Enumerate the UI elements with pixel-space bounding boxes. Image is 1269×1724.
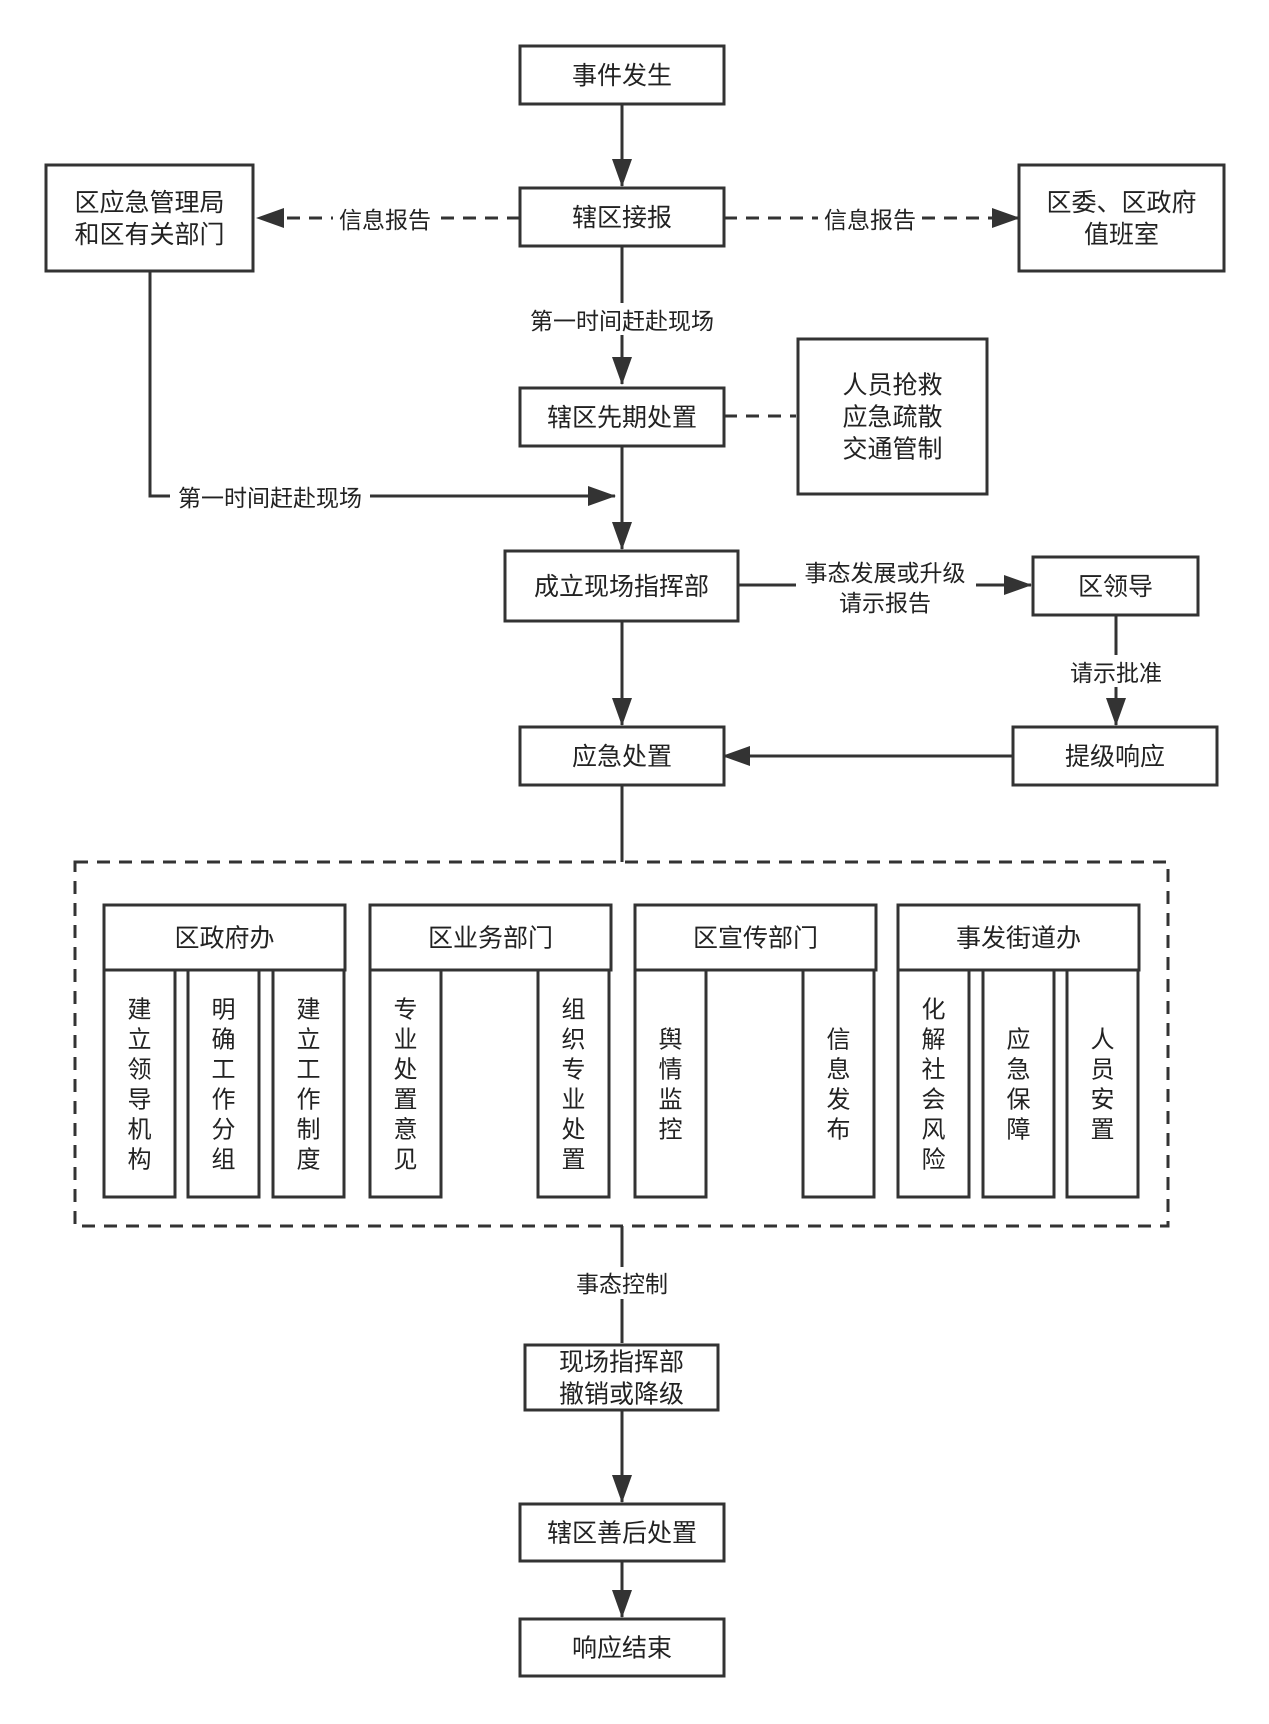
- node-measures-box: [796, 337, 989, 496]
- node-office-box: [1017, 163, 1226, 273]
- group-item-box: [186, 968, 261, 1199]
- node-start-label: 事件发生: [572, 61, 672, 90]
- node-cancel-label: 撤销或降级: [559, 1380, 684, 1409]
- node-report-label: 辖区接报: [572, 203, 672, 232]
- group-item-label: 建立领导机构: [128, 996, 152, 1174]
- node-command-label: 成立现场指挥部: [534, 572, 709, 601]
- node-report-box: [518, 186, 726, 248]
- edge-label-info-report-right: 信息报告: [824, 208, 916, 234]
- group-title-box: [896, 903, 1141, 972]
- node-leader: 区领导: [1031, 555, 1200, 617]
- group-item-label: 专业处置意见: [394, 996, 418, 1174]
- node-aftermath-box: [518, 1502, 726, 1563]
- group-title: 区政府办: [174, 924, 274, 953]
- node-command: 成立现场指挥部: [503, 549, 740, 623]
- group-item-label: 应急保障: [1007, 1026, 1031, 1144]
- node-report: 辖区接报: [518, 186, 726, 248]
- edge-label-upgrade-line2: 请示报告: [839, 591, 931, 617]
- group-item-box: [981, 968, 1056, 1199]
- node-measures-label: 应急疏散: [842, 403, 942, 432]
- node-measures-label: 交通管制: [842, 435, 942, 464]
- node-dept-box: [44, 163, 255, 273]
- node-initial: 辖区先期处置: [518, 386, 726, 448]
- node-cancel-label: 现场指挥部: [559, 1348, 684, 1377]
- group-item-box: [1065, 968, 1140, 1199]
- response-units: 区政府办建立领导机构明确工作分组建立工作制度区业务部门专业处置意见组织专业处置区…: [102, 903, 1141, 1199]
- node-escalate-label: 提级响应: [1065, 742, 1165, 771]
- group-title: 区业务部门: [428, 924, 553, 953]
- node-dept-label: 和区有关部门: [74, 220, 224, 249]
- node-response: 应急处置: [518, 725, 726, 787]
- node-end-box: [518, 1617, 726, 1678]
- node-office-label: 值班室: [1084, 220, 1159, 249]
- group-title: 事发街道办: [956, 924, 1081, 953]
- group-item-label: 人员安置: [1091, 1026, 1115, 1144]
- group-item-label: 组织专业处置: [562, 996, 586, 1174]
- node-aftermath-label: 辖区善后处置: [547, 1519, 697, 1548]
- edge-label-rush-dept: 第一时间赶赴现场: [178, 486, 362, 512]
- node-leader-box: [1031, 555, 1200, 617]
- node-aftermath: 辖区善后处置: [518, 1502, 726, 1563]
- edge-label-info-report-left: 信息报告: [339, 208, 431, 234]
- node-response-box: [518, 725, 726, 787]
- group-title-box: [633, 903, 878, 972]
- response-units-container: [73, 860, 1170, 1228]
- node-command-box: [503, 549, 740, 623]
- group-title-box: [368, 903, 613, 972]
- node-initial-label: 辖区先期处置: [547, 403, 697, 432]
- group-item-box: [368, 968, 443, 1199]
- group-title: 区宣传部门: [693, 924, 818, 953]
- edge-labels: 信息报告 信息报告 第一时间赶赴现场 第一时间赶赴现场 事态发展或升级 请示报告…: [170, 203, 1173, 1299]
- edge-label-approve: 请示批准: [1070, 661, 1162, 687]
- group-item-box: [536, 968, 611, 1199]
- node-escalate: 提级响应: [1011, 725, 1219, 787]
- group-item-box: [102, 968, 177, 1199]
- node-start-box: [518, 44, 726, 106]
- group-item-box: [896, 968, 971, 1199]
- node-end-label: 响应结束: [572, 1634, 672, 1663]
- node-escalate-box: [1011, 725, 1219, 787]
- node-leader-label: 区领导: [1078, 572, 1153, 601]
- node-cancel-box: [523, 1343, 720, 1412]
- group-item-label: 信息发布: [827, 1026, 851, 1144]
- group-item-box: [801, 968, 876, 1199]
- node-end: 响应结束: [518, 1617, 726, 1678]
- edge-label-rush-main: 第一时间赶赴现场: [530, 309, 714, 335]
- node-dept-label: 区应急管理局: [74, 188, 224, 217]
- node-response-label: 应急处置: [572, 742, 672, 771]
- group-item-label: 明确工作分组: [212, 996, 236, 1174]
- group-item-label: 化解社会风险: [922, 996, 946, 1174]
- group-item-label: 建立工作制度: [297, 996, 321, 1174]
- group-item-box: [271, 968, 346, 1199]
- group-item-box: [633, 968, 708, 1199]
- edge-label-control: 事态控制: [576, 1272, 668, 1298]
- edge-label-upgrade-line1: 事态发展或升级: [805, 561, 966, 587]
- node-office-label: 区委、区政府: [1046, 188, 1196, 217]
- edge-dept-to-command: [148, 271, 616, 506]
- group-item-label: 舆情监控: [659, 1026, 683, 1144]
- node-initial-box: [518, 386, 726, 448]
- node-start: 事件发生: [518, 44, 726, 106]
- node-measures-label: 人员抢救: [842, 371, 942, 400]
